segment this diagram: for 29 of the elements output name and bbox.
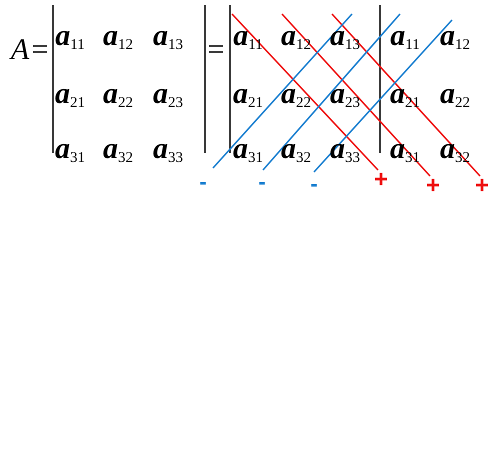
- matrix-entry: a$_{23}$: [330, 79, 360, 111]
- matrix-entry: a$_{12}$: [281, 21, 311, 53]
- matrix-entry: a$_{22}$: [103, 79, 133, 111]
- plus-sign: +: [374, 168, 388, 192]
- matrix-entry: a$_{32}$: [281, 134, 311, 166]
- minus-sign: -: [310, 173, 318, 195]
- matrix-entry: a$_{13}$: [330, 21, 360, 53]
- matrix-entry: a$_{11}$: [390, 21, 420, 53]
- matrix-entry: a$_{13}$: [153, 21, 183, 53]
- equals-sign: =: [32, 35, 48, 65]
- matrix-entry: a$_{12}$: [103, 21, 133, 53]
- matrix-entry: a$_{31}$: [233, 134, 263, 166]
- matrix-entry: a$_{11}$: [55, 21, 85, 53]
- matrix-entry: a$_{12}$: [440, 21, 470, 53]
- matrix-entry: a$_{31}$: [55, 134, 85, 166]
- matrix-entry: a$_{33}$: [153, 134, 183, 166]
- matrix-entry: a$_{21}$: [55, 79, 85, 111]
- matrix-entry: a$_{22}$: [281, 79, 311, 111]
- matrix-entry: a$_{11}$: [233, 21, 263, 53]
- matrix-entry: a$_{22}$: [440, 79, 470, 111]
- matrix-entry: a$_{32}$: [103, 134, 133, 166]
- matrix-entry: a$_{21}$: [233, 79, 263, 111]
- equals-sign: =: [208, 35, 224, 65]
- matrix-entry: a$_{23}$: [153, 79, 183, 111]
- plus-sign: +: [426, 174, 440, 198]
- minus-sign: -: [199, 171, 207, 193]
- variable-label: A: [10, 35, 30, 65]
- plus-sign: +: [475, 174, 489, 198]
- minus-sign: -: [258, 171, 266, 193]
